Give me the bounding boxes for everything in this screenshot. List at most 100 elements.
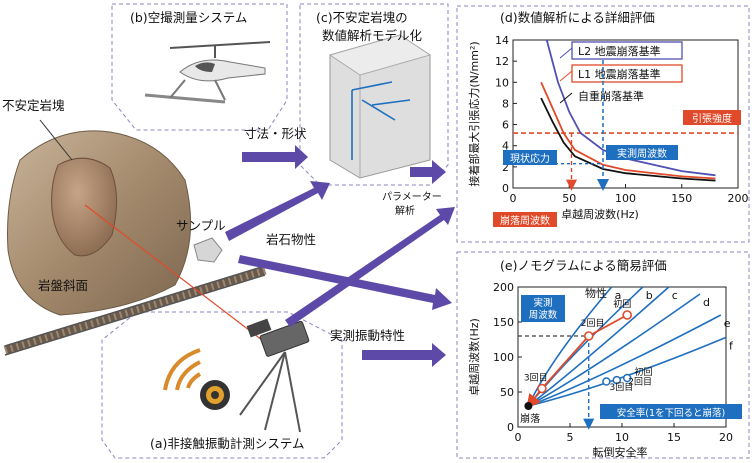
chart-e-measured-freq-badge [521, 295, 565, 322]
chart-e-measured-freq-label-1: 実測 [533, 297, 552, 309]
chart-d-xtick-label: 100 [615, 192, 636, 205]
panel-b-border [111, 3, 288, 131]
panel-a-title: (a)非接触振動計測システム [150, 436, 305, 451]
chart-d-legend-box [571, 64, 683, 83]
nomogram-curve [527, 286, 670, 407]
arrow-params [410, 160, 446, 184]
property-label: 物性 [585, 286, 607, 300]
measured-freq-label: 実測周波数 [617, 147, 667, 160]
chart-d-xtick-label: 0 [510, 192, 517, 205]
nomogram-curve [528, 314, 722, 407]
chart-e-ytick-label: 50 [500, 386, 514, 399]
measured-freq-badge [606, 145, 678, 160]
collapse-point [524, 402, 533, 410]
chart-d-xtick-label: 150 [671, 192, 692, 205]
chart-e-ytick-label: 100 [493, 351, 514, 364]
tensile-strength-label: 引張強度 [692, 112, 732, 125]
panel-c-title-1: (c)不安定岩塊の [316, 10, 408, 25]
trajectory-point [622, 310, 633, 320]
chart-d-ytick-label: 2 [502, 161, 509, 174]
chart-e-xtick-label: 15 [667, 431, 681, 444]
f-curve-point [602, 377, 611, 386]
vibrometer-icon [239, 318, 310, 433]
helicopter-drone-icon [144, 41, 271, 104]
speaker-icon [200, 380, 230, 410]
dim-shape-label: 寸法・形状 [244, 126, 307, 141]
f-curve-point-label: 2回目 [628, 376, 652, 387]
nomogram-curve-label: c [672, 289, 678, 302]
chart-d-ytick-label: 6 [502, 119, 509, 132]
chart-e-xtick-label: 0 [515, 431, 522, 444]
panel-d-border [456, 5, 750, 243]
params-label-2: 解析 [395, 204, 415, 217]
f-curve-point [622, 373, 632, 383]
chart-d-xlabel: 卓越周波数(Hz) [561, 207, 639, 221]
chart-d-legend-box [571, 41, 683, 60]
chart-d-legend-label: 自重崩落基準 [578, 89, 644, 103]
nomogram-curve-label: a [615, 289, 622, 302]
chart-d-xtick-label: 50 [562, 192, 576, 205]
nomogram-curve-label: d [703, 296, 710, 309]
chart-d-legend-leader [559, 70, 573, 82]
trajectory-point-label: 3回目 [524, 373, 548, 384]
trajectory-point-label: 初回 [613, 298, 631, 310]
panel-c-title-2: 数値解析モデル化 [322, 28, 423, 43]
chart-e-ytick-label: 150 [493, 316, 514, 329]
arrow-rock-props [225, 181, 330, 241]
chart-d-ytick-label: 14 [495, 34, 509, 47]
chart-d-xtick-label: 200 [728, 192, 749, 205]
arrow-dim-shape [242, 145, 308, 169]
f-curve-point [612, 375, 622, 385]
leader-line [39, 119, 73, 161]
chart-d-ylabel: 接着部最大引張応力(N/mm²) [467, 41, 481, 186]
tensile-strength-badge [683, 110, 741, 126]
chart-d-series-line [540, 81, 716, 180]
chart-d-ytick-label: 10 [495, 76, 509, 89]
rail-track [3, 265, 267, 356]
chart-d-ytick-label: 12 [495, 55, 509, 68]
numerical-model-image [328, 34, 432, 179]
chart-e-ylabel: 卓越周波数(Hz) [467, 318, 481, 396]
chart-d-legend-leader [559, 47, 573, 59]
chart-e-xlabel: 転倒安全率 [593, 445, 648, 459]
unstable-rock-block [51, 157, 118, 257]
panel-d-title: (d)数値解析による詳細評価 [500, 10, 655, 25]
chart-d-ytick-label: 4 [502, 140, 509, 153]
measured-vib-label: 実測振動特性 [330, 328, 405, 343]
current-stress-label: 現状応力 [510, 152, 550, 165]
current-stress-badge [503, 150, 557, 165]
safety-label: 安全率(1を下回ると崩落) [617, 407, 725, 419]
chart-d-legend-label: L2 地震崩落基準 [578, 44, 661, 58]
collapse-freq-badge [493, 212, 557, 227]
f-curve-point-label: 3回目 [610, 382, 634, 393]
chart-e-xtick-label: 10 [615, 431, 629, 444]
chart-e-measured-freq-label-2: 周波数 [529, 309, 558, 321]
arrow-to-d-from-sample [285, 207, 455, 327]
chart-e-ytick-label: 0 [507, 421, 514, 434]
panel-b-title: (b)空撮測量システム [130, 10, 247, 25]
flow-arrows [225, 145, 455, 367]
nomogram-curve-label: e [724, 317, 731, 330]
collapse-label: 崩落 [520, 412, 540, 425]
panel-c-border [299, 3, 449, 186]
chart-d-ytick-label: 0 [502, 182, 509, 195]
rock-props-label: 岩石物性 [266, 232, 316, 247]
nomogram-curve [528, 293, 701, 407]
collapse-trajectory [526, 314, 628, 409]
trajectory-point [537, 383, 547, 394]
chart-e-xtick-label: 5 [567, 431, 574, 444]
f-curve-point-label: 初回 [634, 366, 652, 378]
sound-wave-icon [163, 348, 202, 391]
chart-d-legend-label: L1 地震崩落基準 [578, 67, 661, 81]
chart-e-ytick-label: 200 [493, 281, 514, 294]
unstable-rock-label: 不安定岩塊 [2, 98, 65, 113]
nomogram-curve-label: b [646, 289, 653, 302]
chart-d-series-line [545, 39, 716, 177]
safety-badge [600, 404, 742, 419]
panel-e-border [456, 251, 750, 459]
chart-d-series-line [540, 97, 716, 182]
